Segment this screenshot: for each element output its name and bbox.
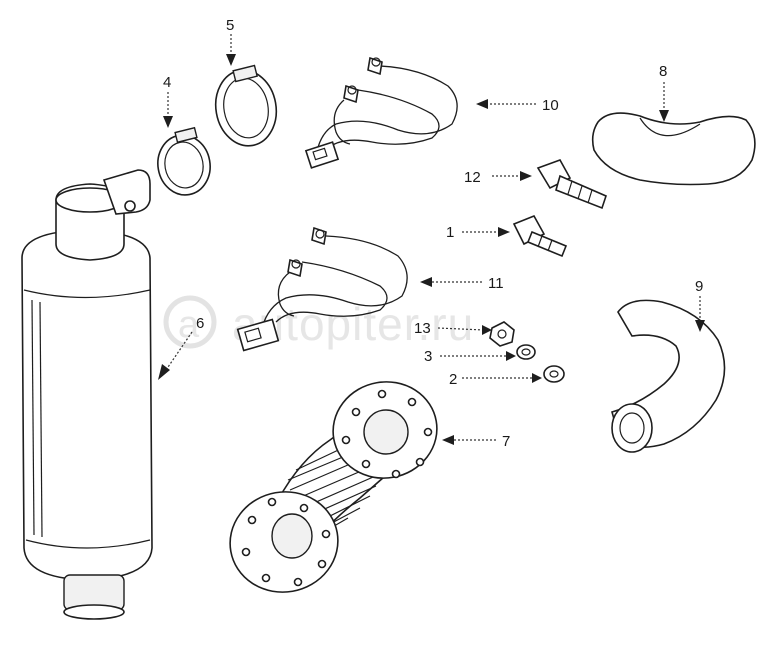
callout-12: 12 — [464, 169, 481, 186]
hose-upper — [591, 112, 756, 186]
callout-4: 4 — [163, 74, 171, 91]
muffler — [21, 169, 153, 620]
callout-1: 1 — [446, 224, 454, 241]
bolt-long — [536, 159, 607, 210]
wire-harness-lower — [236, 226, 408, 352]
nut — [489, 321, 515, 347]
hose-elbow — [611, 299, 726, 453]
bolt-short — [512, 214, 568, 258]
callout-5: 5 — [226, 17, 234, 34]
leader-lines — [158, 34, 705, 445]
flex-pipe — [229, 381, 438, 593]
callout-3: 3 — [424, 348, 432, 365]
wire-harness-upper — [304, 56, 458, 169]
clamp-large — [214, 64, 278, 147]
lock-washer — [516, 344, 536, 360]
callout-13: 13 — [414, 320, 431, 337]
callout-2: 2 — [449, 371, 457, 388]
callout-7: 7 — [502, 433, 510, 450]
callout-8: 8 — [659, 63, 667, 80]
callout-10: 10 — [542, 97, 559, 114]
callout-labels: 1 2 3 4 5 6 7 8 9 10 11 12 13 — [163, 17, 703, 450]
callout-9: 9 — [695, 278, 703, 295]
callout-11: 11 — [488, 275, 504, 292]
flat-washer — [543, 365, 565, 383]
clamp-small — [157, 126, 211, 196]
callout-6: 6 — [196, 315, 204, 332]
svg-text:a: a — [178, 304, 200, 346]
